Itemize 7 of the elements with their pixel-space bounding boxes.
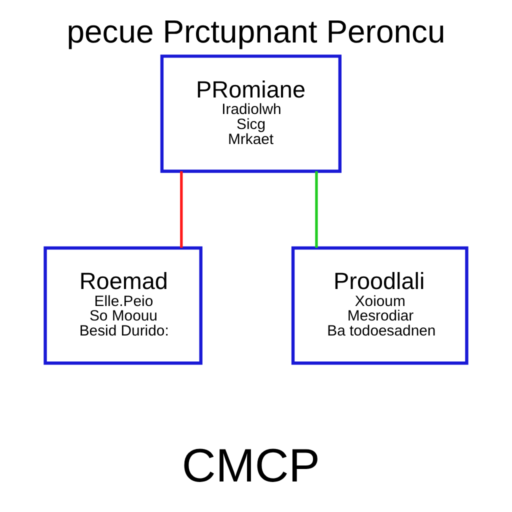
connector: [315, 171, 318, 248]
node-box: Roemad Elle.Peio So Moouu Besid Durido:: [44, 246, 202, 365]
caption: CMCP: [182, 440, 320, 492]
node-box: PRomiane Iradiolwh Sicg Mrkaet: [160, 54, 342, 173]
connector: [180, 171, 183, 248]
node-box: Proodlali Xoioum Mesrodiar Ba todoesadnen: [291, 246, 468, 365]
diagram-title: pecue Prctupnant Peroncu: [66, 13, 446, 50]
